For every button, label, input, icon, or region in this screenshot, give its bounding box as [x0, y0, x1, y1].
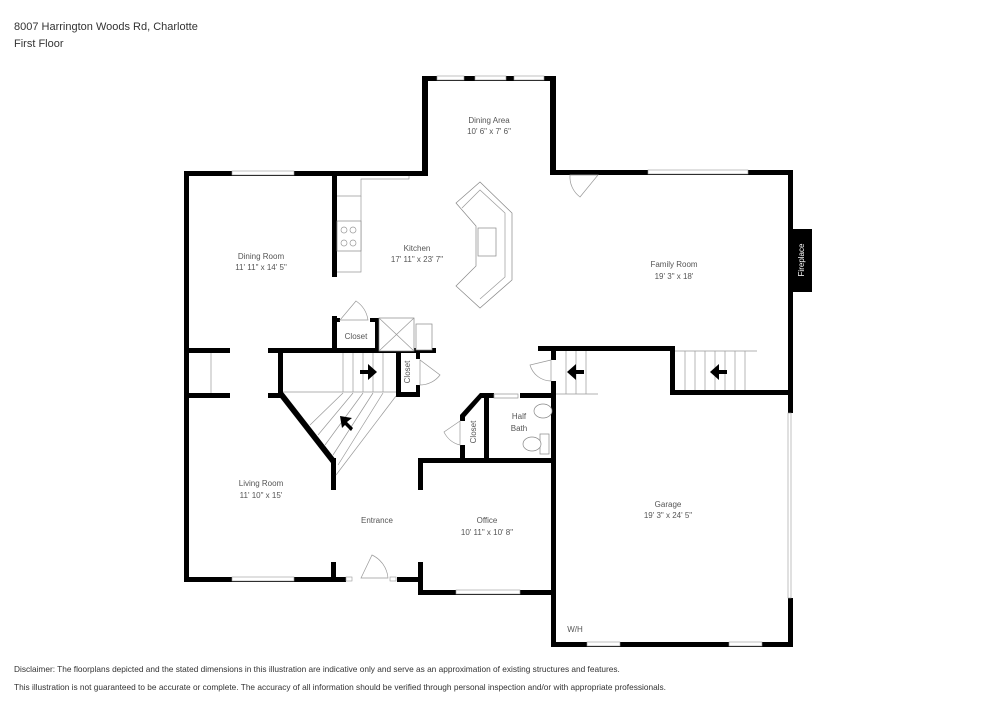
toilet-icon — [522, 436, 542, 452]
room-dims: 11' 11" x 14' 5" — [235, 263, 287, 272]
kitchen-fixtures — [336, 176, 513, 352]
room-dims: 10' 6" x 7' 6" — [467, 127, 511, 136]
bath-fixtures — [522, 403, 553, 455]
stairs — [210, 350, 757, 476]
property-address: 8007 Harrington Woods Rd, Charlotte — [14, 21, 198, 33]
walls — [184, 76, 793, 647]
fireplace-label: Fireplace — [797, 243, 806, 276]
garage-door — [529, 359, 552, 382]
closet-label: Closet — [403, 360, 412, 383]
arrow-left-icon — [710, 364, 727, 380]
closet-door — [419, 359, 441, 386]
room-name: Family Room — [650, 260, 697, 269]
room-dims: 10' 11" x 10' 8" — [461, 528, 513, 537]
disclaimer-line-2: This illustration is not guaranteed to b… — [14, 682, 666, 692]
closet-door — [443, 420, 461, 446]
arrow-right-icon — [360, 364, 377, 380]
windows — [231, 75, 792, 647]
room-dims: 19' 3" x 18' — [655, 272, 694, 281]
room-name: Dining Room — [238, 252, 285, 261]
room-name: Dining Area — [468, 116, 510, 125]
floor-name: First Floor — [14, 38, 64, 50]
sink-icon — [477, 227, 497, 257]
family-room-door — [569, 174, 599, 198]
room-dims: 19' 3" x 24' 5" — [644, 511, 692, 520]
sink-icon — [533, 403, 553, 419]
room-name: Half — [512, 412, 527, 421]
room-dims: 11' 10" x 15' — [240, 491, 283, 500]
room-dims: 17' 11" x 23' 7" — [391, 255, 443, 264]
room-name: Garage — [655, 500, 682, 509]
closet-door — [339, 300, 369, 321]
arrow-up-left-icon — [340, 416, 353, 431]
disclaimer-line-1: Disclaimer: The floorplans depicted and … — [14, 664, 620, 674]
room-name: Entrance — [361, 516, 394, 525]
closet-label: Closet — [469, 420, 478, 443]
room-name: Kitchen — [404, 244, 431, 253]
doors — [339, 174, 599, 579]
fireplace — [793, 229, 812, 292]
entrance-door — [360, 554, 389, 579]
room-labels: Dining Area 10' 6" x 7' 6" Dining Room 1… — [235, 116, 698, 634]
water-heater-label: W/H — [567, 625, 583, 634]
room-name-2: Bath — [511, 424, 527, 433]
room-name: Office — [477, 516, 498, 525]
arrow-left-icon — [567, 364, 584, 380]
closet-label: Closet — [345, 332, 368, 341]
room-name: Living Room — [239, 479, 284, 488]
stove-icon — [336, 220, 362, 252]
